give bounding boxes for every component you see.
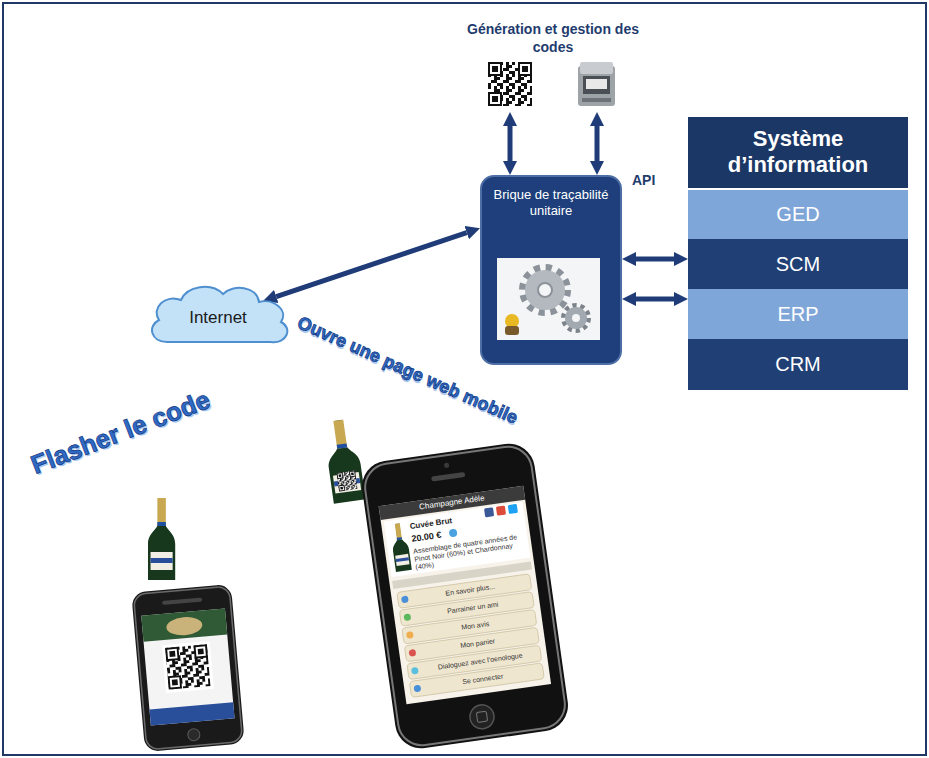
band-label: GED xyxy=(776,203,819,226)
printer-icon xyxy=(578,62,615,106)
system-band: SCM xyxy=(688,239,908,289)
product-name: Cuvée Brut xyxy=(409,516,453,531)
internet-cloud: Internet xyxy=(143,280,293,350)
band-label: CRM xyxy=(775,353,821,376)
double-arrow xyxy=(595,126,600,161)
system-band: GED xyxy=(688,190,908,239)
screen-title: Champagne Adèle xyxy=(379,487,525,519)
action-caption: Ouvre une page web mobile xyxy=(294,312,521,428)
cloud-label: Internet xyxy=(189,302,247,328)
band-label: SCM xyxy=(776,253,820,276)
double-arrow xyxy=(508,126,513,161)
panel-heading: Système d’information xyxy=(688,117,908,188)
band-label: ERP xyxy=(777,303,818,326)
qr-code-icon xyxy=(488,62,532,106)
double-arrow xyxy=(636,297,674,302)
system-band: ERP xyxy=(688,289,908,339)
double-arrow xyxy=(636,257,674,262)
action-caption: Flasher le code xyxy=(26,384,214,481)
frame xyxy=(3,3,926,755)
double-arrow xyxy=(276,233,466,297)
code-generation-group: Génération et gestion des codes xyxy=(458,14,648,112)
cloud-shape xyxy=(152,287,287,342)
system-band: CRM xyxy=(688,339,908,390)
champagne-bottle xyxy=(322,418,365,504)
big-phone xyxy=(359,440,572,751)
information-system-panel: Système d’informationGED SCM ERP CRM xyxy=(688,117,908,390)
module-label: Brique de traçabilité unitaire xyxy=(482,177,620,219)
small-phone xyxy=(131,584,245,752)
group-heading: Génération et gestion des codes xyxy=(458,14,648,56)
champagne-bottle xyxy=(148,498,175,580)
product-price: 20.00 € xyxy=(411,530,442,544)
gear-picture xyxy=(497,258,600,340)
phone-screen: Champagne AdèleCuvée Brut20.00 €Assembla… xyxy=(359,440,572,751)
api-label: API xyxy=(632,172,655,188)
traceability-module: Brique de traçabilité unitaire xyxy=(480,175,622,365)
